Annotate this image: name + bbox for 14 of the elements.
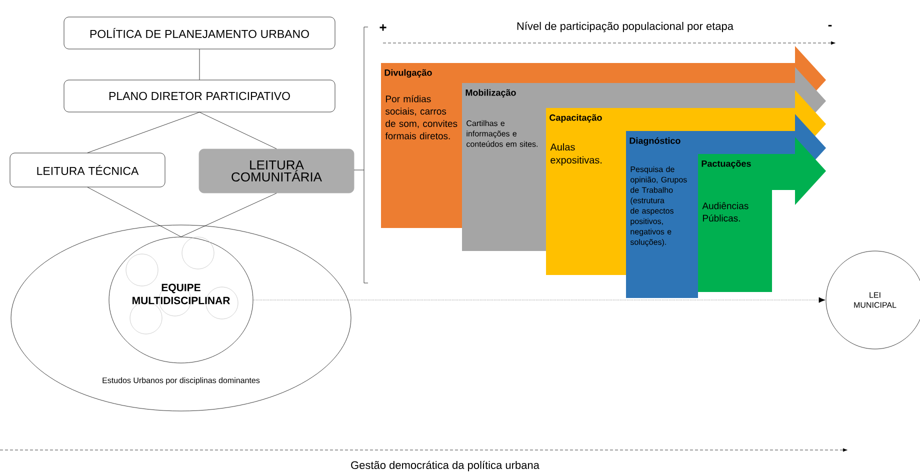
heading: Gestão democrática da política urbana — [351, 460, 540, 472]
arrow — [253, 297, 826, 303]
connector-line — [199, 49, 200, 80]
sign: + — [380, 24, 386, 31]
connector-line — [180, 193, 277, 237]
process-box: POLÍTICA DE PLANEJAMENTO URBANO — [64, 16, 336, 50]
connector-line — [87, 112, 200, 153]
process-box: LEITURA COMUNITÁRIA — [198, 148, 354, 194]
sign: - — [828, 24, 832, 26]
heading: Nível de participação populacional por etapa — [517, 22, 734, 32]
process-box: PLANO DIRETOR PARTICIPATIVO — [64, 80, 336, 112]
connector-line — [199, 112, 277, 149]
process-box: LEITURA TÉCNICA — [10, 152, 166, 188]
connector-line — [87, 187, 182, 237]
